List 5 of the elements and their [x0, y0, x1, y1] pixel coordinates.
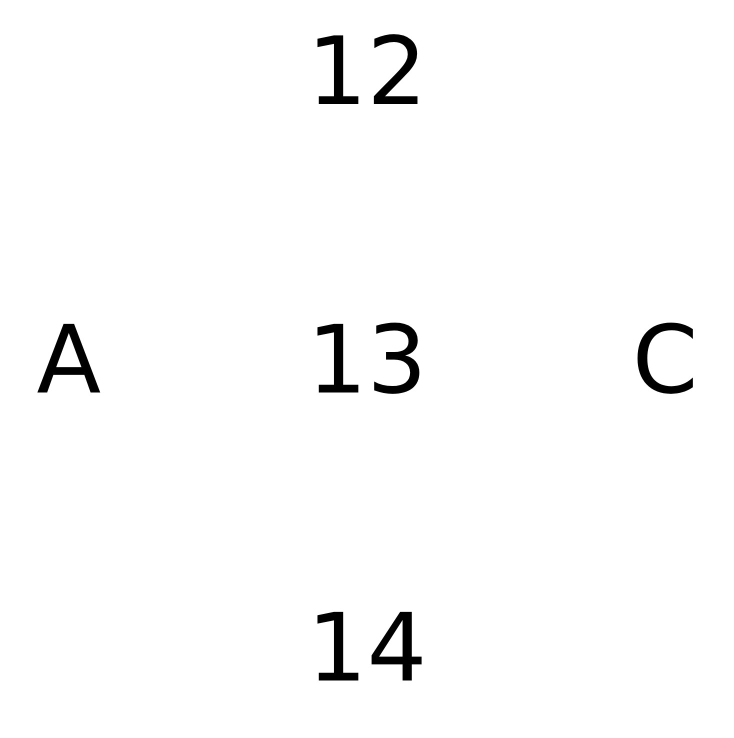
label: 13: [307, 306, 427, 416]
label: 14: [307, 594, 427, 704]
label: A: [36, 306, 102, 416]
label: 12: [307, 18, 427, 128]
label: C: [632, 306, 698, 416]
